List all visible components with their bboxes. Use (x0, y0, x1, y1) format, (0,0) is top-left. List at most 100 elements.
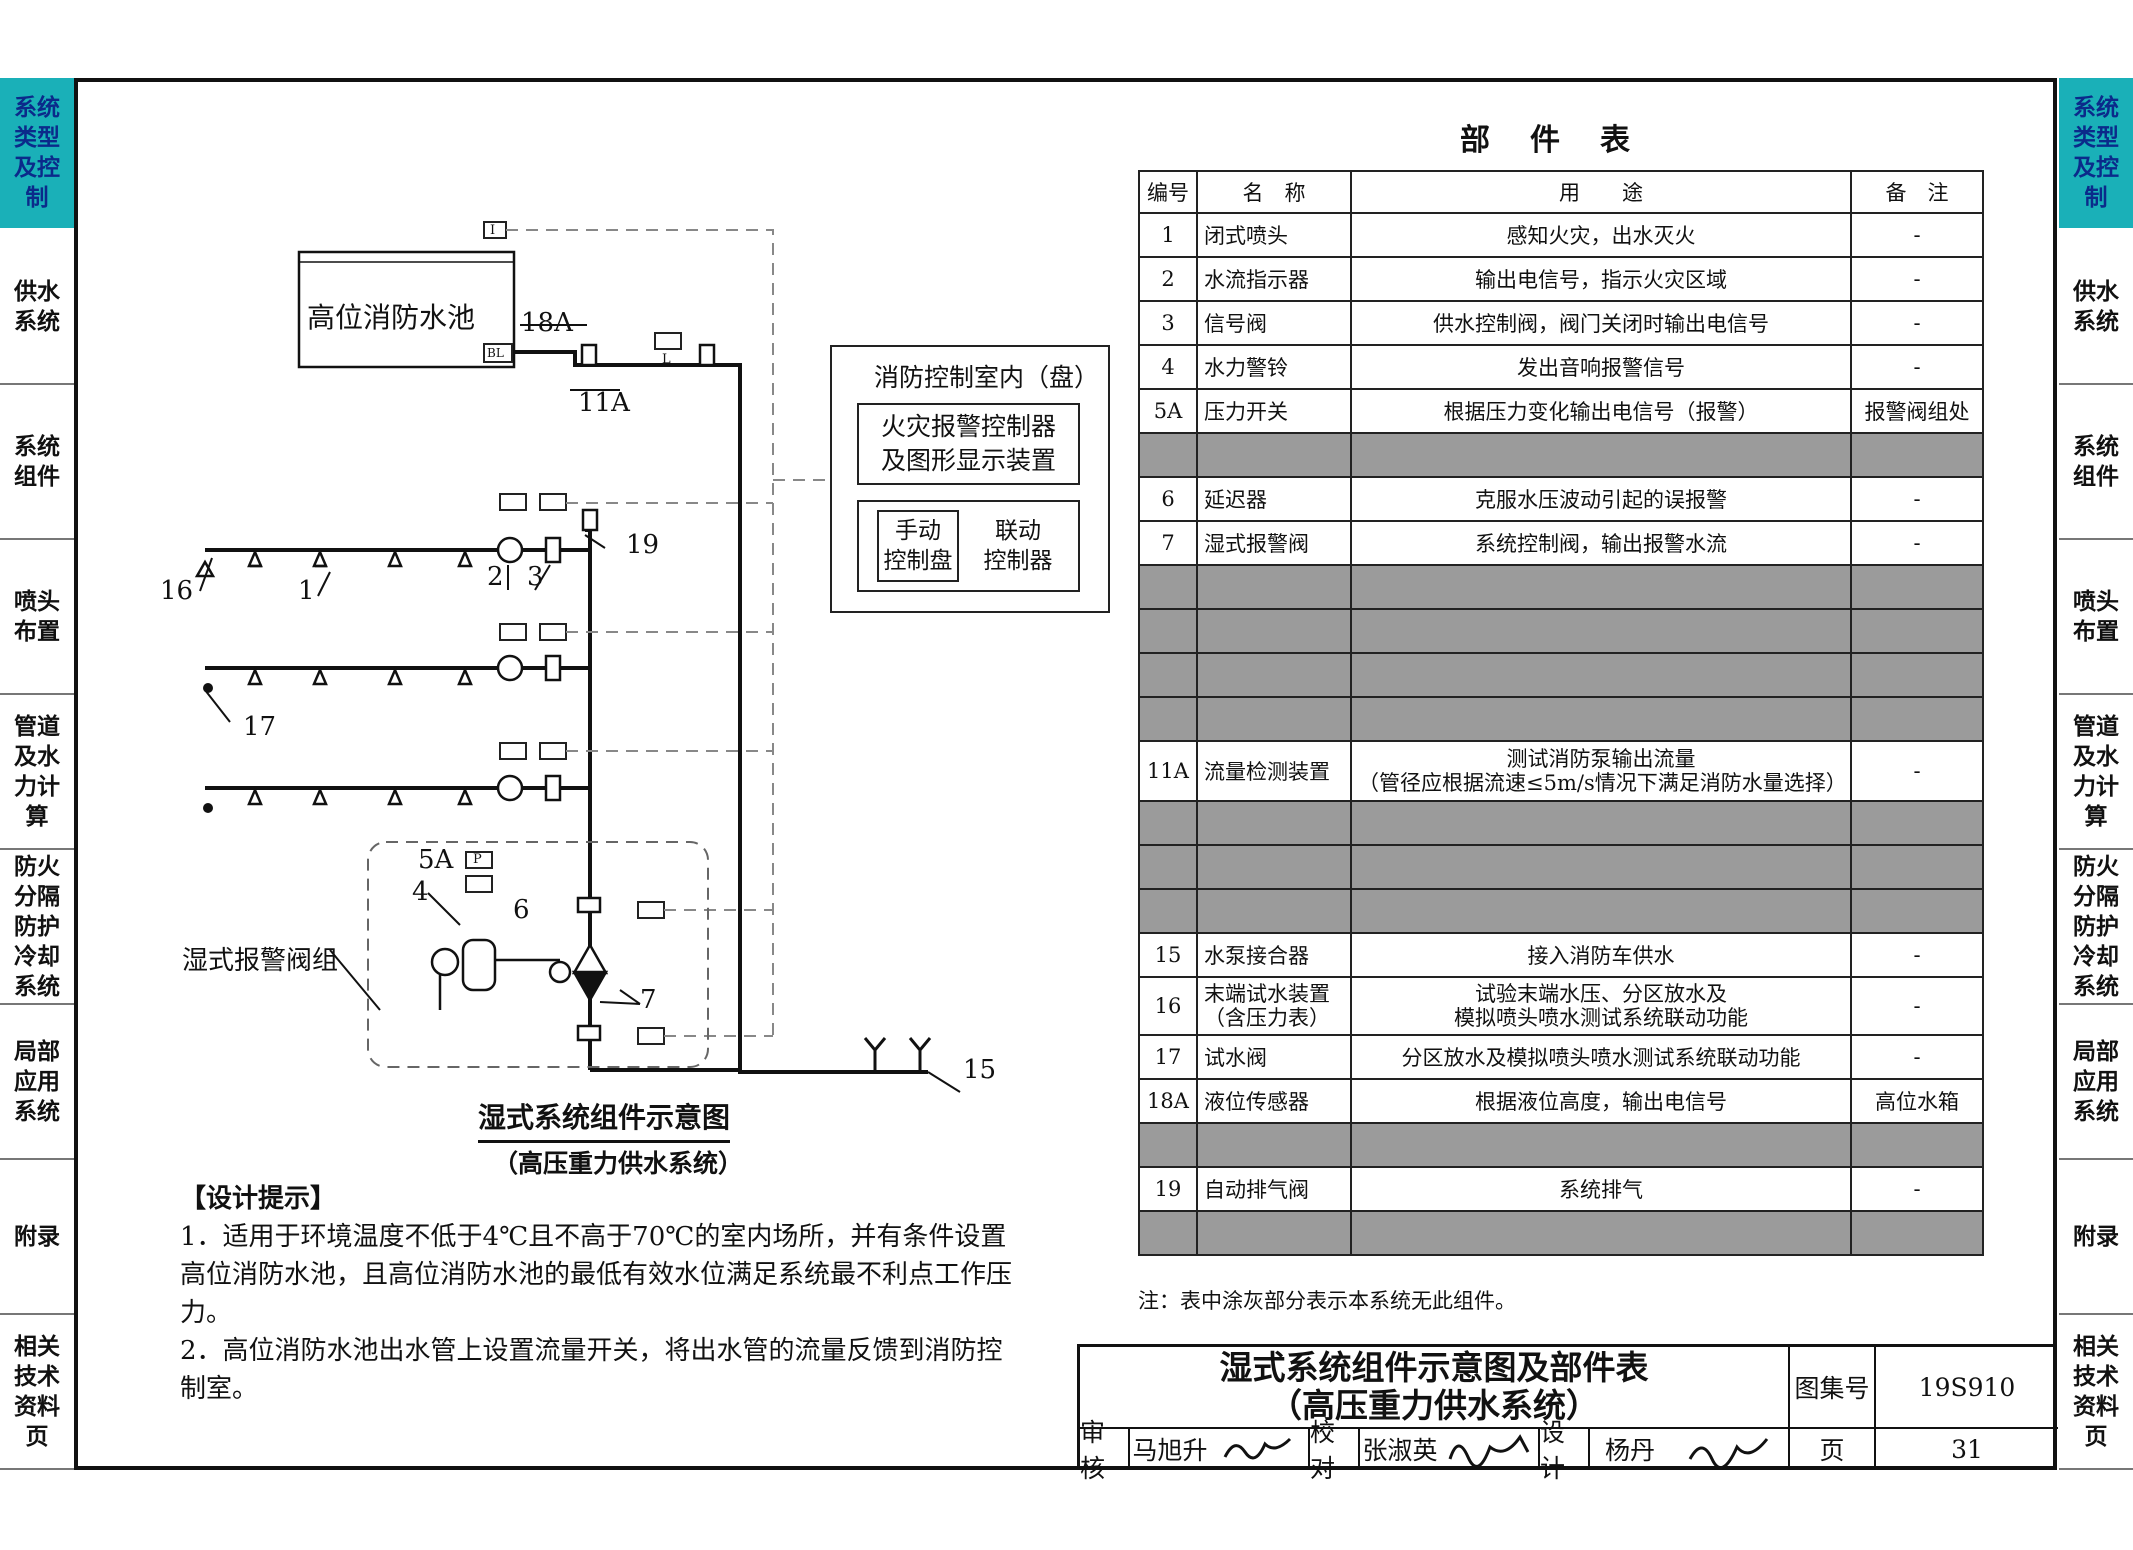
cell-text: 报警阀组处 (1864, 400, 1970, 424)
table-cell-use: 测试消防泵输出流量（管径应根据流速≤5m/s情况下满足消防水量选择） (1350, 740, 1852, 802)
cell-text: 5A (1153, 399, 1183, 423)
alarm-valve-top (571, 942, 609, 975)
label-4: 4 (412, 877, 429, 907)
table-cell-note (1850, 608, 1984, 654)
tab-fire-separation-right[interactable]: 防火分隔防护冷却系统 (2059, 850, 2133, 1005)
label-6: 6 (513, 895, 530, 925)
table-cell-use: 发出音响报警信号 (1350, 344, 1852, 390)
table-cell-use (1350, 888, 1852, 934)
signal-lines (506, 229, 830, 1037)
page-label: 页 (1790, 1429, 1876, 1469)
cell-text: 15 (1154, 943, 1182, 967)
tab-sprinkler-layout-right[interactable]: 喷头布置 (2059, 540, 2133, 695)
cell-text: 试验末端水压、分区放水及 (1475, 982, 1727, 1006)
table-cell-no (1138, 696, 1198, 742)
signal-valve-2 (544, 654, 562, 682)
table-cell-note: - (1850, 256, 1984, 302)
fire-alarm-controller: 火灾报警控制器 及图形显示装置 (857, 403, 1080, 485)
cell-text: 流量检测装置 (1204, 760, 1330, 784)
control-room-box (830, 345, 1110, 613)
cell-text: 液位传感器 (1204, 1090, 1309, 1114)
tab-piping-right[interactable]: 管道及水力计算 (2059, 695, 2133, 850)
table-cell-note (1850, 1210, 1984, 1256)
table-cell-name: 延迟器 (1196, 476, 1352, 522)
table-cell-no: 16 (1138, 976, 1198, 1036)
atlas-number: 19S910 (1876, 1347, 2058, 1429)
label-18a: 18A (521, 308, 573, 338)
linkage-controller: 联动 控制器 (970, 510, 1066, 582)
tab-local-application-right[interactable]: 局部应用系统 (2059, 1005, 2133, 1160)
label-7: 7 (640, 985, 657, 1015)
left-side-tabs: 系统类型及控制 供水系统 系统组件 喷头布置 管道及水力计算 防火分隔防护冷却系… (0, 78, 74, 1470)
table-cell-name: 闭式喷头 (1196, 212, 1352, 258)
title-block-title: 湿式系统组件示意图及部件表 （高压重力供水系统） (1080, 1347, 1790, 1429)
cell-text: 根据液位高度，输出电信号 (1475, 1090, 1727, 1114)
cell-text: - (1913, 943, 1921, 967)
table-cell-no (1138, 652, 1198, 698)
cell-text: 11A (1147, 759, 1189, 783)
tab-system-type[interactable]: 系统类型及控制 (0, 78, 74, 230)
cell-text: - (1913, 355, 1921, 379)
cell-text: 系统排气 (1559, 1178, 1643, 1202)
cell-text: - (1913, 531, 1921, 555)
tab-components[interactable]: 系统组件 (0, 385, 74, 540)
tab-appendix[interactable]: 附录 (0, 1160, 74, 1315)
cell-text: 闭式喷头 (1204, 224, 1288, 248)
table-cell-use: 根据压力变化输出电信号（报警） (1350, 388, 1852, 434)
tab-water-supply-right[interactable]: 供水系统 (2059, 230, 2133, 385)
table-cell-no (1138, 564, 1198, 610)
design-label: 设计 (1540, 1418, 1590, 1483)
table-cell-use: 接入消防车供水 (1350, 932, 1852, 978)
designer-name: 杨丹 (1604, 1436, 1655, 1465)
table-cell-use: 输出电信号，指示火灾区域 (1350, 256, 1852, 302)
tab-water-supply[interactable]: 供水系统 (0, 230, 74, 385)
table-cell-note: - (1850, 1166, 1984, 1212)
flow-indicator-1 (496, 536, 524, 564)
title-line2: （高压重力供水系统） (1269, 1386, 1599, 1425)
cell-text: - (1913, 1177, 1921, 1201)
title-block: 湿式系统组件示意图及部件表 （高压重力供水系统） 图集号 19S910 审核 马… (1077, 1344, 2058, 1483)
table-cell-name (1196, 432, 1352, 478)
end-valves (194, 559, 216, 813)
tab-related-info-right[interactable]: 相关技术资料页 (2059, 1315, 2133, 1470)
cell-text: 系统控制阀，输出报警水流 (1475, 532, 1727, 556)
alarm-valve-bottom (571, 970, 609, 1003)
label-i: I (490, 223, 496, 238)
cell-text-line2: 模拟喷头喷水测试系统联动功能 (1454, 1006, 1748, 1030)
delay-chamber (461, 938, 497, 992)
tab-local-application[interactable]: 局部应用系统 (0, 1005, 74, 1160)
reviewer-signature (1210, 1429, 1310, 1469)
table-cell-note: - (1850, 932, 1984, 978)
tab-sprinkler-layout[interactable]: 喷头布置 (0, 540, 74, 695)
tab-components-right[interactable]: 系统组件 (2059, 385, 2133, 540)
table-cell-use (1350, 844, 1852, 890)
table-cell-use: 供水控制阀，阀门关闭时输出电信号 (1350, 300, 1852, 346)
tab-piping[interactable]: 管道及水力计算 (0, 695, 74, 850)
cell-text: 分区放水及模拟喷头喷水测试系统联动功能 (1401, 1046, 1801, 1070)
diagram-subcaption: （高压重力供水系统） (493, 1149, 744, 1178)
tab-system-type-right[interactable]: 系统类型及控制 (2059, 78, 2133, 230)
tab-related-info[interactable]: 相关技术资料页 (0, 1315, 74, 1470)
label-bl: BL (487, 346, 504, 360)
table-cell-name (1196, 844, 1352, 890)
table-cell-name: 信号阀 (1196, 300, 1352, 346)
table-cell-no (1138, 1210, 1198, 1256)
label-11a: 11A (578, 388, 630, 418)
table-cell-use (1350, 564, 1852, 610)
table-cell-use (1350, 1122, 1852, 1168)
table-cell-note: - (1850, 344, 1984, 390)
cell-text: - (1913, 759, 1921, 783)
table-row (1138, 432, 1984, 478)
tab-fire-separation[interactable]: 防火分隔防护冷却系统 (0, 850, 74, 1005)
header-use: 用 途 (1350, 170, 1852, 214)
cell-text: 根据压力变化输出电信号（报警） (1443, 400, 1759, 424)
air-release-valve (581, 508, 599, 532)
tab-appendix-right[interactable]: 附录 (2059, 1160, 2133, 1315)
cell-text: 19 (1154, 1177, 1182, 1201)
